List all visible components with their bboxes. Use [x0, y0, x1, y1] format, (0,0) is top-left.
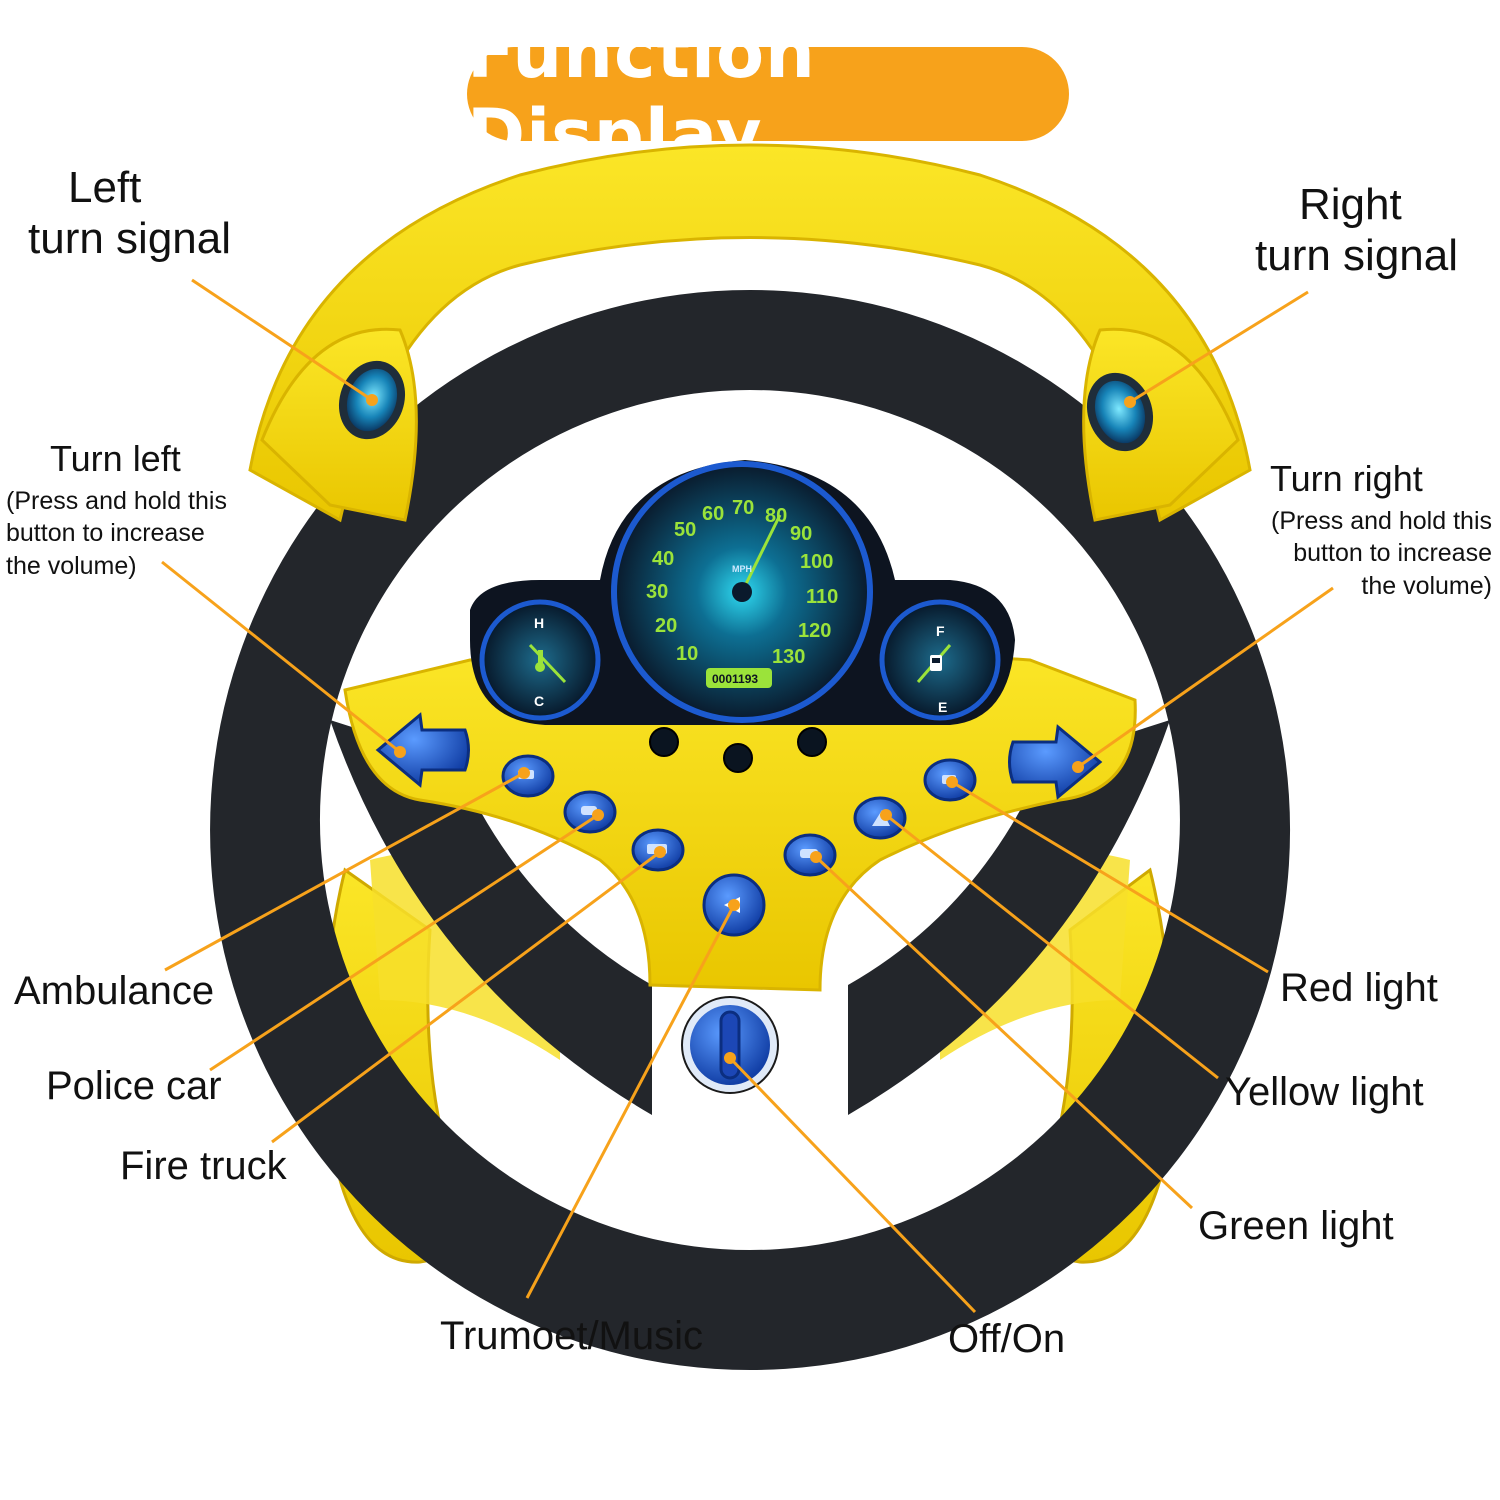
label-police-car: Police car [46, 1064, 222, 1108]
label-trumpet-music: Trumoet/Music [440, 1314, 704, 1358]
label-turn-right-note: button to increase [1293, 539, 1492, 568]
label-turn-left-note: (Press and hold this [6, 486, 227, 515]
label-turn-left: Turn left (Press and hold this button to… [6, 436, 256, 582]
label-turn-right-note: (Press and hold this [1271, 506, 1492, 535]
label-left-turn-signal-line2: turn signal [28, 213, 232, 263]
fuel-gauge-empty: E [938, 699, 947, 715]
label-yellow-light: Yellow light [1225, 1070, 1424, 1114]
speed-tick: 20 [655, 615, 677, 637]
speed-tick: 90 [790, 523, 812, 545]
label-turn-left-note: the volume) [6, 551, 137, 580]
label-right-turn-signal-line2: turn signal [1255, 230, 1459, 280]
speed-tick: 50 [674, 519, 696, 541]
speed-tick: 120 [798, 620, 831, 642]
off-on-switch[interactable] [681, 996, 779, 1094]
speedometer: 10 20 30 40 50 60 70 80 90 100 110 120 1… [646, 497, 838, 686]
label-left-turn-signal-line1: Left [68, 163, 142, 212]
label-red-light: Red light [1280, 966, 1438, 1010]
temp-gauge-high: H [534, 615, 544, 631]
speed-tick: 10 [676, 643, 698, 665]
label-right-turn-signal-line1: Right [1299, 180, 1402, 229]
speed-tick: 100 [800, 551, 833, 573]
yellow-light-button[interactable] [853, 796, 907, 840]
callout-dots [366, 394, 1136, 1064]
wheel-rim [210, 290, 1291, 1370]
label-turn-left-note: button to increase [6, 519, 205, 548]
right-turn-signal-light[interactable] [1076, 363, 1164, 460]
label-turn-right: Turn right (Press and hold this button t… [1230, 456, 1492, 602]
title-banner: Function Display [467, 12, 1069, 176]
turn-left-button[interactable] [375, 712, 470, 788]
speed-tick: 60 [702, 503, 724, 525]
label-turn-right-heading: Turn right [1270, 458, 1423, 499]
turn-left-arrow-icon [375, 712, 470, 788]
power-knob-icon [719, 1010, 741, 1080]
speed-unit: MPH [732, 564, 752, 574]
label-ambulance: Ambulance [14, 969, 215, 1013]
thermometer-icon [535, 650, 545, 672]
speed-tick: 80 [765, 505, 787, 527]
fuel-gauge-full: F [936, 623, 945, 639]
label-green-light: Green light [1198, 1204, 1394, 1248]
label-turn-right-note: the volume) [1361, 571, 1492, 600]
speed-tick: 30 [646, 581, 668, 603]
police-car-button[interactable] [563, 790, 617, 834]
speed-tick: 40 [652, 548, 674, 570]
label-turn-left-heading: Turn left [50, 438, 181, 479]
speed-tick: 130 [772, 646, 805, 668]
label-right-turn-signal: Right turn signal [1255, 180, 1495, 281]
speed-tick: 110 [806, 586, 838, 608]
turn-right-arrow-icon [1008, 724, 1103, 800]
speed-tick: 70 [732, 497, 754, 519]
instrument-cluster [470, 460, 1015, 773]
label-fire-truck: Fire truck [120, 1144, 287, 1188]
odometer-readout: 0001193 [712, 672, 758, 686]
turn-right-button[interactable] [1008, 724, 1103, 800]
fuel-pump-icon [930, 655, 942, 671]
temp-gauge-low: C [534, 693, 544, 709]
label-left-turn-signal: Left turn signal [28, 163, 278, 264]
callout-lines [161, 278, 1334, 1314]
label-off-on: Off/On [948, 1317, 1066, 1361]
